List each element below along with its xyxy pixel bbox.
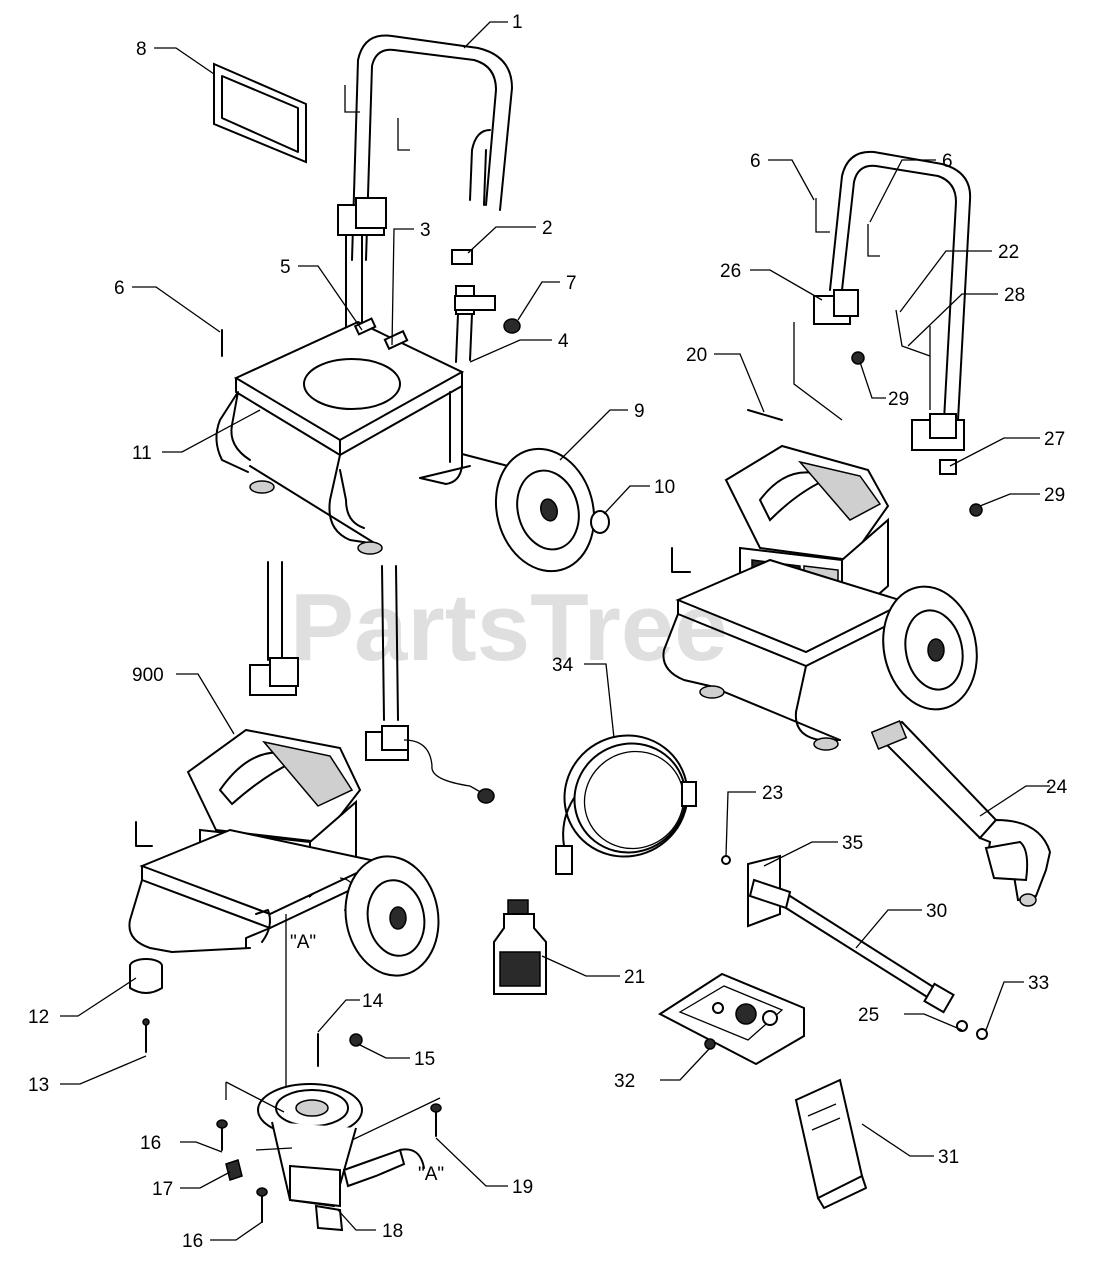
callout-a-lower: "A" — [418, 1164, 444, 1185]
part-label-29-upper: 29 — [888, 389, 909, 410]
part-label-15: 15 — [414, 1049, 435, 1070]
part-label-900: 900 — [132, 665, 164, 686]
part-label-17: 17 — [152, 1179, 173, 1200]
part-label-11: 11 — [132, 443, 152, 464]
part-label-32: 32 — [614, 1071, 635, 1092]
part-label-7: 7 — [566, 273, 577, 294]
part-label-35: 35 — [842, 833, 863, 854]
part-label-8: 8 — [136, 39, 147, 60]
part-label-16-upper: 16 — [140, 1133, 161, 1154]
part-label-34: 34 — [552, 655, 574, 676]
part-label-29-lower: 29 — [1044, 485, 1065, 506]
part-label-14: 14 — [362, 991, 384, 1012]
part-label-6-right-a: 6 — [750, 151, 761, 172]
assembled-unit-illustration — [128, 561, 495, 1100]
watermark-text: PartsTree — [290, 574, 728, 681]
part-label-21: 21 — [624, 967, 645, 988]
part-label-6-right-b: 6 — [942, 151, 953, 172]
pump-assembly-illustration — [216, 1033, 442, 1232]
part-label-23: 23 — [762, 783, 783, 804]
part-label-31: 31 — [938, 1147, 959, 1168]
part-label-16-lower: 16 — [182, 1231, 203, 1252]
part-label-6-left: 6 — [114, 278, 125, 299]
part-label-28: 28 — [1004, 285, 1025, 306]
part-label-2: 2 — [542, 218, 553, 239]
callout-a-upper: "A" — [290, 932, 316, 953]
wand-illustration — [721, 854, 988, 1040]
manual-illustration — [794, 1078, 867, 1209]
part-label-18: 18 — [382, 1221, 403, 1242]
part-label-5: 5 — [280, 257, 291, 278]
part-label-3: 3 — [420, 220, 431, 241]
part-label-22: 22 — [998, 242, 1019, 263]
hose-illustration — [555, 734, 697, 875]
part-label-30: 30 — [926, 901, 947, 922]
nozzle-tray-illustration — [658, 972, 805, 1066]
frame-engine-assembly-illustration — [662, 150, 983, 751]
frame-assembly-illustration — [213, 34, 610, 573]
part-label-26: 26 — [720, 261, 741, 282]
part-label-12: 12 — [28, 1007, 49, 1028]
part-label-10: 10 — [654, 477, 675, 498]
part-label-24: 24 — [1046, 777, 1068, 798]
part-label-13: 13 — [28, 1075, 49, 1096]
part-label-4: 4 — [558, 331, 569, 352]
part-label-20: 20 — [686, 345, 707, 366]
part-label-25: 25 — [858, 1005, 879, 1026]
part-label-1: 1 — [512, 12, 523, 33]
rubber-foot-illustration — [129, 958, 163, 1053]
oil-bottle-illustration — [493, 899, 547, 995]
part-label-19: 19 — [512, 1177, 533, 1198]
part-label-33: 33 — [1028, 973, 1049, 994]
part-label-27: 27 — [1044, 429, 1065, 450]
part-label-9: 9 — [634, 401, 645, 422]
spray-gun-illustration — [870, 720, 1052, 907]
